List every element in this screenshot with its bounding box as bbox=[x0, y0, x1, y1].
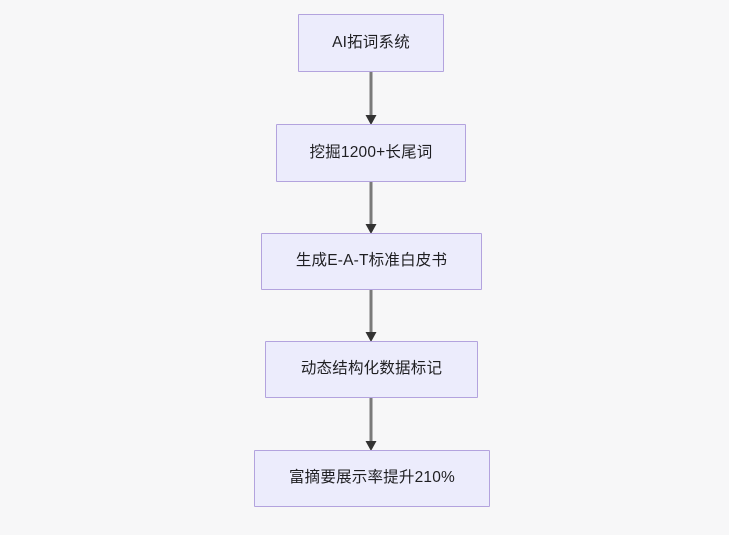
node-label: 挖掘1200+长尾词 bbox=[309, 143, 433, 161]
node-label: AI拓词系统 bbox=[332, 33, 410, 51]
edge-node-3-to-node-4 bbox=[355, 288, 387, 346]
node-label: 富摘要展示率提升210% bbox=[288, 469, 456, 487]
edge-node-2-to-node-3 bbox=[355, 180, 387, 238]
flowchart-node-rich-snippet-rate-increase[interactable]: 富摘要展示率提升210% bbox=[254, 450, 490, 507]
edge-node-4-to-node-5 bbox=[355, 396, 387, 455]
flowchart-node-dynamic-structured-data-markup[interactable]: 动态结构化数据标记 bbox=[265, 341, 478, 398]
edge-node-1-to-node-2 bbox=[355, 70, 387, 128]
node-label: 生成E-A-T标准白皮书 bbox=[295, 252, 448, 270]
flowchart-node-mine-longtail-keywords[interactable]: 挖掘1200+长尾词 bbox=[276, 124, 466, 182]
flowchart-node-generate-eat-whitepaper[interactable]: 生成E-A-T标准白皮书 bbox=[261, 233, 482, 290]
flowchart-node-ai-keyword-system[interactable]: AI拓词系统 bbox=[298, 14, 444, 72]
node-label: 动态结构化数据标记 bbox=[300, 360, 443, 378]
